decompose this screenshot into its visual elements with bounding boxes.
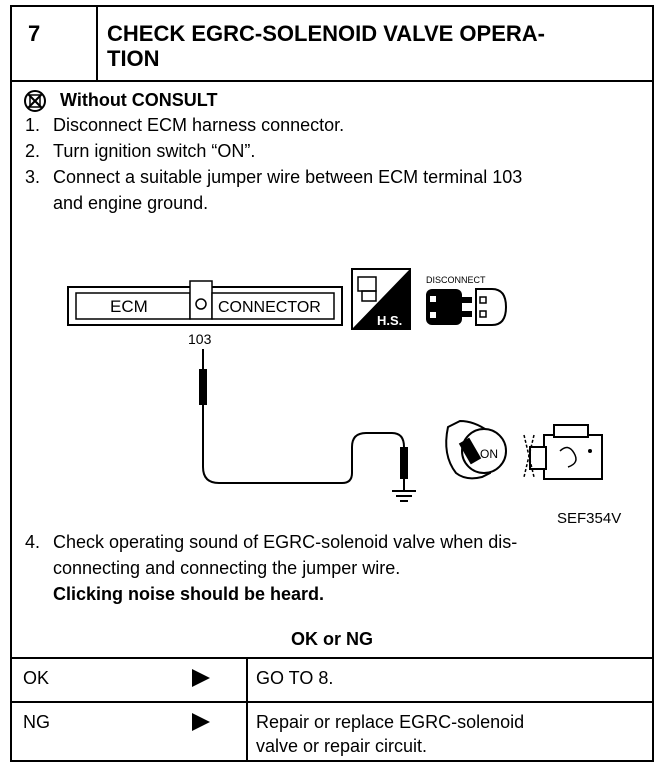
ng-action-line1: Repair or replace EGRC-solenoid <box>256 712 525 732</box>
engine-icon <box>523 424 603 480</box>
step4-number: 4. <box>25 532 41 552</box>
step-title: CHECK EGRC-SOLENOID VALVE OPERA- TION <box>107 21 647 71</box>
ng-action-line2: valve or repair circuit. <box>256 736 428 756</box>
step-title-line1: CHECK EGRC-SOLENOID VALVE OPERA- <box>107 21 545 46</box>
ng-status: NG <box>23 712 50 732</box>
ng-arrow-icon <box>192 713 210 731</box>
disconnect-label: DISCONNECT <box>426 275 486 285</box>
connector-right-label: CONNECTOR <box>218 299 321 316</box>
result-column-divider <box>246 657 248 761</box>
on-label: ON <box>480 447 498 461</box>
wiring-diagram: ECM CONNECTOR 103 H.S. DISCONNECT <box>67 268 621 527</box>
ok-status: OK <box>23 668 50 688</box>
step4-line1: Check operating sound of EGRC-solenoid v… <box>53 532 518 552</box>
step1-number: 1. <box>25 115 41 135</box>
harness-side-icon: H.S. <box>351 268 411 330</box>
ecm-connector: ECM CONNECTOR <box>67 280 343 326</box>
step2-text: Turn ignition switch “ON”. <box>53 141 256 161</box>
ok-action: GO TO 8. <box>256 668 334 688</box>
disconnect-connector-icon <box>426 288 508 326</box>
step3-text: Connect a suitable jumper wire between E… <box>53 167 523 187</box>
jumper-wire <box>199 349 408 491</box>
step2-number: 2. <box>25 141 41 161</box>
connector-left-label: ECM <box>110 297 148 316</box>
figure-code: SEF354V <box>557 510 621 527</box>
step-number: 7 <box>28 21 41 46</box>
ok-row-divider <box>12 701 652 703</box>
terminal-label: 103 <box>188 331 212 347</box>
result-header-divider <box>12 657 652 659</box>
mode-title: Without CONSULT <box>60 90 218 110</box>
ok-arrow-icon <box>192 669 210 687</box>
step1-text: Disconnect ECM harness connector. <box>53 115 345 135</box>
result-header: OK or NG <box>290 629 373 649</box>
ignition-key-on-icon: ON <box>445 419 507 480</box>
step4-expected: Clicking noise should be heard. <box>53 584 325 604</box>
header-divider <box>12 80 652 82</box>
step3-text-cont: and engine ground. <box>53 193 209 213</box>
step3-number: 3. <box>25 167 41 187</box>
step4-line2: connecting and connecting the jumper wir… <box>53 558 401 578</box>
hs-label: H.S. <box>377 313 402 328</box>
ground-symbol-icon <box>392 490 416 502</box>
step-title-line2: TION <box>107 46 160 71</box>
no-consult-icon <box>24 90 46 112</box>
step-number-cell: 7 <box>12 7 98 80</box>
procedure-frame: 7 CHECK EGRC-SOLENOID VALVE OPERA- TION … <box>10 5 654 762</box>
